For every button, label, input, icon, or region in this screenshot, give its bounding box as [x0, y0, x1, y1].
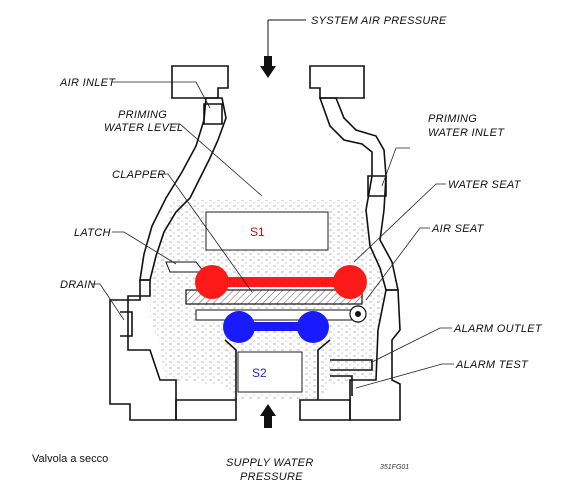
label-priming-water-inlet-2: WATER INLET	[428, 127, 505, 139]
upper-pressure-bar	[195, 265, 367, 299]
label-air-seat: AIR SEAT	[431, 223, 485, 235]
label-priming-water-level-2: WATER LEVEL	[104, 122, 183, 134]
label-priming-water-inlet-1: PRIMING	[428, 113, 477, 125]
label-water-seat: WATER SEAT	[448, 179, 522, 191]
label-latch: LATCH	[74, 227, 111, 239]
label-alarm-outlet: ALARM OUTLET	[453, 323, 543, 335]
s2-label: S2	[252, 366, 267, 380]
label-priming-water-level-1: PRIMING	[118, 109, 167, 121]
valve-body	[109, 65, 401, 421]
supply-water-arrow	[260, 404, 276, 428]
s2-chamber-box	[237, 351, 303, 393]
s1-chamber-box	[205, 211, 329, 251]
label-air-inlet: AIR INLET	[59, 77, 116, 89]
label-supply-water-pressure-2: PRESSURE	[240, 471, 303, 483]
caption: Valvola a secco	[32, 453, 108, 465]
lower-pressure-bar	[223, 311, 329, 343]
clapper-assembly	[165, 261, 367, 323]
s1-label: S1	[250, 225, 265, 239]
leader-lines	[92, 81, 454, 389]
label-clapper: CLAPPER	[112, 169, 165, 181]
label-supply-water-pressure-1: SUPPLY WATER	[226, 457, 314, 469]
system-air-arrow	[260, 19, 306, 78]
drawing-code: 351FG01	[380, 464, 409, 471]
label-system-air-pressure: SYSTEM AIR PRESSURE	[311, 15, 447, 27]
label-drain: DRAIN	[60, 279, 96, 291]
label-alarm-test: ALARM TEST	[455, 359, 529, 371]
